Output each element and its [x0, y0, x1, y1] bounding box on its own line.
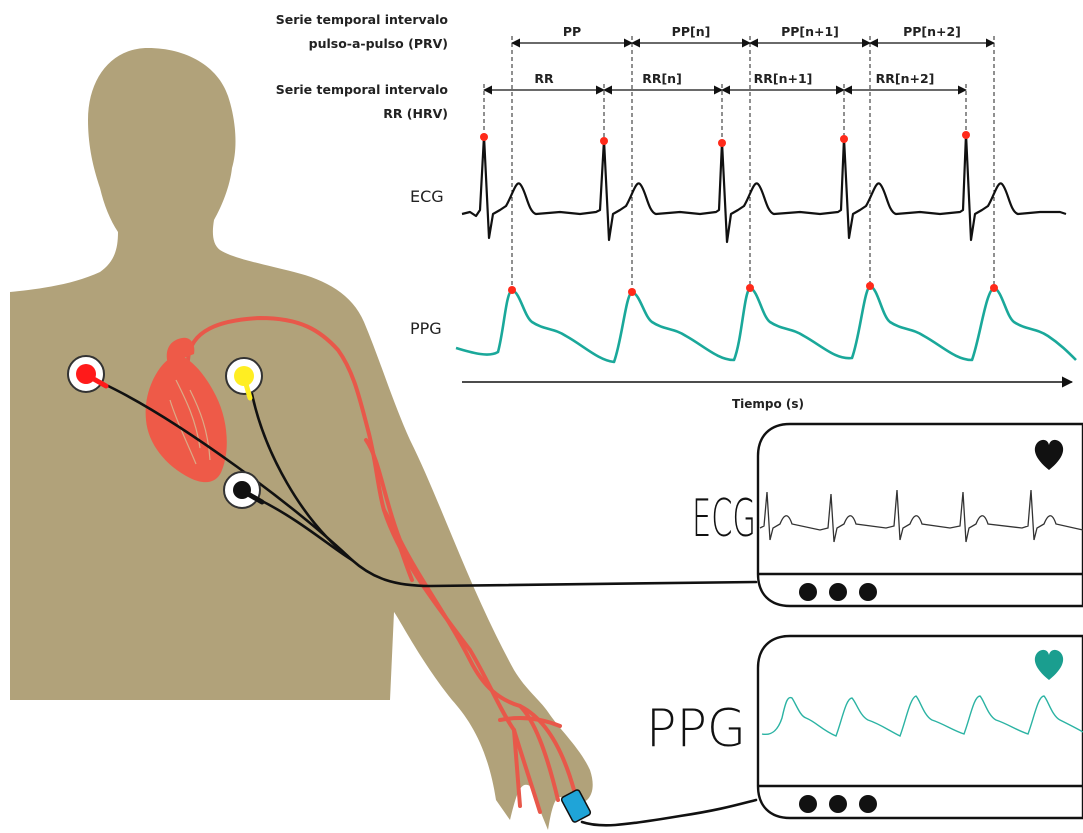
ecg-trace	[462, 134, 1066, 242]
ecg-monitor: ECG	[692, 424, 1083, 606]
rr-label-2: RR[n+1]	[754, 71, 813, 86]
ppg-monitor-frame	[758, 636, 1083, 818]
ppg-monitor-button-3[interactable]	[859, 795, 877, 813]
ppg-monitor-label: PPG	[646, 699, 746, 759]
ppg-peak-markers	[508, 282, 998, 296]
pp-label-3: PP[n+2]	[903, 24, 961, 39]
ecg-monitor-button-1[interactable]	[799, 583, 817, 601]
ecg-monitor-button-3[interactable]	[859, 583, 877, 601]
hrv-label-line2: RR (HRV)	[383, 106, 448, 121]
rr-label-3: RR[n+2]	[876, 71, 935, 86]
ecg-peak-markers	[480, 131, 970, 147]
prv-label-line2: pulso-a-pulso (PRV)	[309, 36, 448, 51]
pp-interval-labels: PP PP[n] PP[n+1] PP[n+2]	[563, 24, 961, 39]
ppg-monitor-button-2[interactable]	[829, 795, 847, 813]
ppg-trace-label: PPG	[410, 319, 442, 338]
ecg-monitor-button-2[interactable]	[829, 583, 847, 601]
rr-label-0: RR	[534, 71, 554, 86]
ecg-monitor-label: ECG	[692, 489, 756, 549]
ecg-monitor-buttons	[799, 583, 877, 601]
ecg-trace-label: ECG	[410, 187, 444, 206]
time-axis-label: Tiempo (s)	[732, 397, 804, 411]
ppg-monitor: PPG	[646, 636, 1083, 818]
pp-label-1: PP[n]	[672, 24, 711, 39]
pp-label-0: PP	[563, 24, 581, 39]
ppg-trace	[456, 286, 1076, 362]
hrv-label-line1: Serie temporal intervalo	[276, 82, 449, 97]
cable-sensor	[582, 800, 756, 825]
pp-label-2: PP[n+1]	[781, 24, 839, 39]
ecg-monitor-frame	[758, 424, 1083, 606]
rr-label-1: RR[n]	[642, 71, 682, 86]
prv-label-line1: Serie temporal intervalo	[276, 12, 449, 27]
ppg-monitor-button-1[interactable]	[799, 795, 817, 813]
ppg-monitor-buttons	[799, 795, 877, 813]
rr-interval-labels: RR RR[n] RR[n+1] RR[n+2]	[534, 71, 934, 86]
